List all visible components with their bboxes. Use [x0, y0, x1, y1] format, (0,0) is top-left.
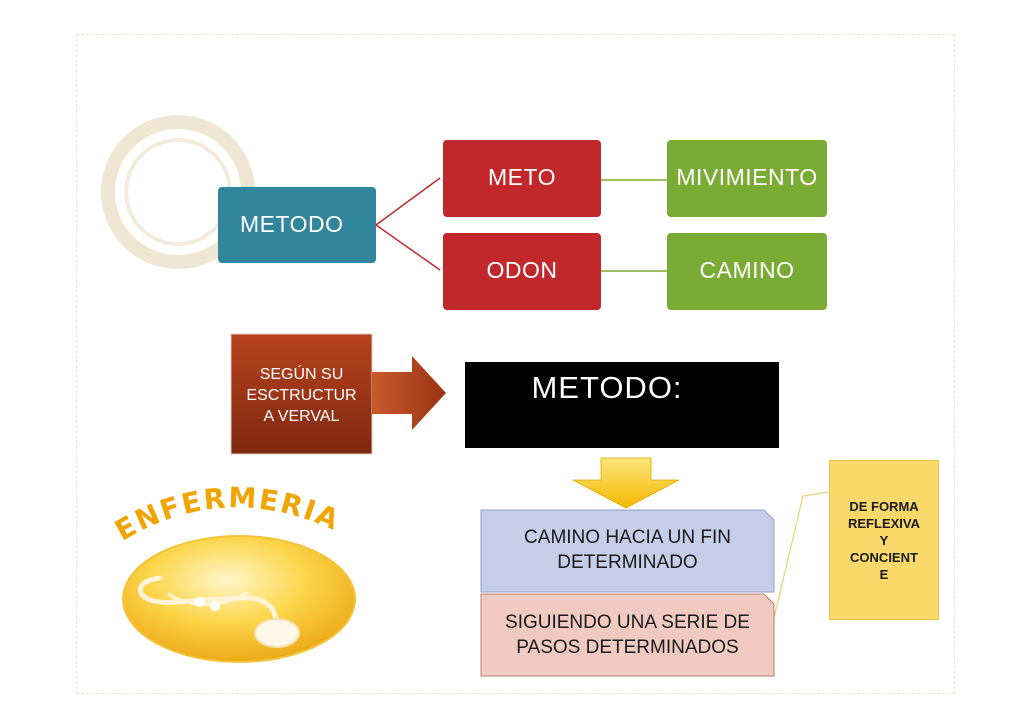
logo-graphic: ENFERMERIA [109, 481, 356, 663]
branch-node-meto: METO [443, 140, 601, 217]
note-box: DE FORMA REFLEXIVA Y CONCIENT E [829, 460, 939, 620]
meaning-node-mivimiento: MIVIMIENTO [667, 140, 827, 217]
branch-part-label: METO [487, 164, 557, 190]
structure-arrow-label: SEGÚN SU ESCTRUCTUR A VERVAL [231, 364, 372, 427]
arrow-line: ESCTRUCTUR [246, 387, 357, 404]
root-node: METODO [218, 187, 376, 263]
definition-line: CAMINO HACIA UN FIN [524, 527, 731, 548]
branch-node-odon: ODON [443, 233, 601, 310]
steps-line: PASOS DETERMINADOS [516, 637, 739, 658]
branch-part-label: ODON [486, 257, 558, 283]
note-line: CONCIENT [850, 549, 918, 565]
arrow-line: A VERVAL [263, 408, 340, 425]
root-label: METODO [240, 211, 344, 237]
note-line: REFLEXIVA [848, 515, 920, 531]
steps-text: SIGUIENDO UNA SERIE DE PASOS DETERMINADO… [481, 610, 774, 660]
definition-title: METODO: [531, 370, 683, 405]
note-line: Y [879, 532, 889, 548]
definition-title-box: METODO: [465, 362, 779, 448]
definition-line: DETERMINADO [557, 552, 698, 573]
definition-text: CAMINO HACIA UN FIN DETERMINADO [481, 525, 774, 575]
meaning-node-camino: CAMINO [667, 233, 827, 310]
note-line: DE FORMA [849, 498, 919, 514]
arrow-line: SEGÚN SU [259, 366, 344, 383]
note-line: E [879, 566, 889, 582]
meaning-label: MIVIMIENTO [676, 164, 818, 190]
enfermeria-logo: ENFERMERIA [98, 481, 359, 664]
steps-line: SIGUIENDO UNA SERIE DE [505, 612, 750, 633]
meaning-label: CAMINO [699, 257, 795, 283]
